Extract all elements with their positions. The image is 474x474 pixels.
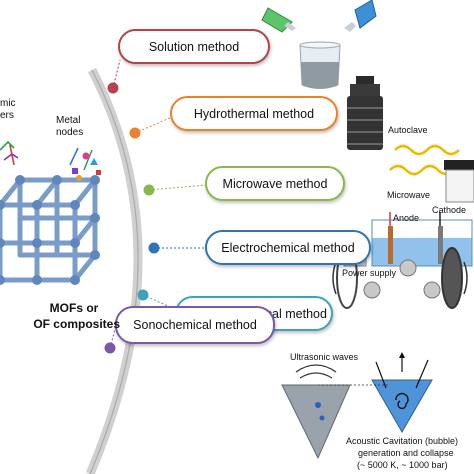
mof-lattice-nodes — [0, 175, 100, 285]
connector-hydrothermal — [134, 116, 173, 134]
beaker-illustration — [299, 41, 341, 89]
arc-node-microwave — [143, 184, 155, 196]
anode-label: Anode — [393, 213, 420, 223]
arc-node-sonochemical — [104, 342, 116, 354]
power-supply-label: Power supply — [342, 268, 397, 278]
microwave-waves-icon — [389, 144, 460, 176]
cavitation-label-line1: Acoustic Cavitation (bubble) — [346, 436, 459, 446]
organic-linkers-icon — [0, 140, 19, 166]
metal-nodes-label: Metal nodes — [56, 115, 84, 138]
microwave-label: Microwave — [387, 190, 431, 200]
connector-microwave — [148, 184, 208, 191]
hydrothermal-method-pill: Hydrothermal method — [170, 96, 338, 131]
mof-lattice-illustration — [0, 177, 98, 283]
mofs-title-line1: MOFs or — [49, 301, 99, 315]
microwave-vial-illustration — [444, 160, 474, 203]
arc-node-electrochemical — [148, 242, 160, 254]
sonochemical-method-pill: Sonochemical method — [115, 306, 275, 344]
reagent-flask-green-icon — [261, 7, 296, 33]
arc-node-hydrothermal — [129, 127, 141, 139]
cavitation-label-line2: generation and collapse — [358, 448, 454, 458]
solution-method-pill: Solution method — [118, 29, 270, 64]
microwave-method-pill: Microwave method — [205, 166, 345, 201]
mofs-title-line2: OF composites — [33, 317, 120, 331]
electrochemical-method-pill: Electrochemical method — [205, 230, 371, 265]
cathode-label: Cathode — [432, 205, 467, 215]
organic-linkers-label: mic ers — [0, 98, 16, 121]
arc-node-mechanochemical — [137, 289, 149, 301]
ultrasonic-cone-illustration — [281, 364, 351, 460]
reagent-flask-blue-icon — [344, 0, 377, 32]
metal-nodes-icon — [69, 147, 101, 181]
cavitation-bubble-illustration — [371, 352, 433, 434]
autoclave-illustration — [347, 76, 383, 150]
ultrasonic-waves-label: Ultrasonic waves — [290, 352, 359, 362]
autoclave-label: Autoclave — [388, 125, 428, 135]
cavitation-label-line3: (~ 5000 K, ~ 1000 bar) — [357, 460, 448, 470]
arc-node-solution — [107, 82, 119, 94]
